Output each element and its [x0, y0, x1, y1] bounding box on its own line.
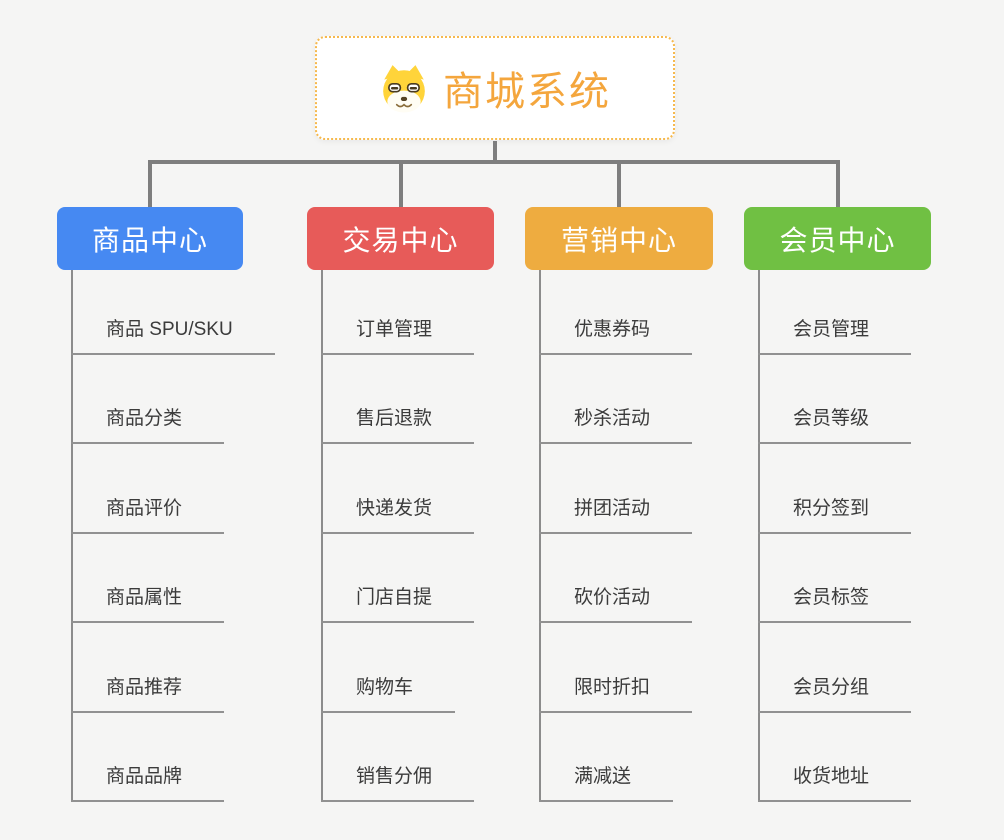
- root-label: 商城系统: [443, 70, 611, 114]
- branch-stub-connector: [617, 160, 621, 207]
- branch-node-1[interactable]: 商品中心: [57, 207, 243, 270]
- tree-item[interactable]: 商品分类: [71, 403, 225, 444]
- tree-item[interactable]: 满减送: [539, 761, 674, 802]
- root-node[interactable]: 商城系统: [315, 36, 675, 140]
- branch-column-line: [539, 270, 541, 802]
- branch-column-line: [71, 270, 73, 802]
- root-connector: [493, 141, 497, 161]
- branch-node-2[interactable]: 交易中心: [307, 207, 494, 270]
- branch-stub-connector: [148, 160, 152, 207]
- tree-item[interactable]: 商品属性: [71, 582, 225, 623]
- tree-item[interactable]: 销售分佣: [321, 761, 475, 802]
- tree-item[interactable]: 商品评价: [71, 493, 225, 534]
- tree-item[interactable]: 购物车: [321, 672, 456, 713]
- tree-item[interactable]: 会员等级: [758, 403, 912, 444]
- tree-item[interactable]: 优惠券码: [539, 314, 693, 355]
- tree-item[interactable]: 收货地址: [758, 761, 912, 802]
- tree-item[interactable]: 订单管理: [321, 314, 475, 355]
- branch-rail-connector: [148, 160, 840, 164]
- branch-column-line: [758, 270, 760, 802]
- tree-item[interactable]: 砍价活动: [539, 582, 693, 623]
- tree-item[interactable]: 商品品牌: [71, 761, 225, 802]
- branch-node-4[interactable]: 会员中心: [744, 207, 931, 270]
- tree-item[interactable]: 商品推荐: [71, 672, 225, 713]
- tree-item[interactable]: 限时折扣: [539, 672, 693, 713]
- tree-item[interactable]: 会员标签: [758, 582, 912, 623]
- tree-item[interactable]: 会员管理: [758, 314, 912, 355]
- tree-item[interactable]: 商品 SPU/SKU: [71, 314, 275, 355]
- tree-item[interactable]: 门店自提: [321, 582, 475, 623]
- tree-item[interactable]: 快递发货: [321, 493, 475, 534]
- tree-item[interactable]: 拼团活动: [539, 493, 693, 534]
- tree-item[interactable]: 积分签到: [758, 493, 912, 534]
- branch-stub-connector: [835, 160, 840, 207]
- branch-column-line: [321, 270, 323, 802]
- branch-node-3[interactable]: 营销中心: [525, 207, 713, 270]
- tree-item[interactable]: 会员分组: [758, 672, 912, 713]
- branch-stub-connector: [398, 160, 403, 207]
- dog-face-icon: [379, 63, 429, 113]
- tree-item[interactable]: 秒杀活动: [539, 403, 693, 444]
- tree-item[interactable]: 售后退款: [321, 403, 475, 444]
